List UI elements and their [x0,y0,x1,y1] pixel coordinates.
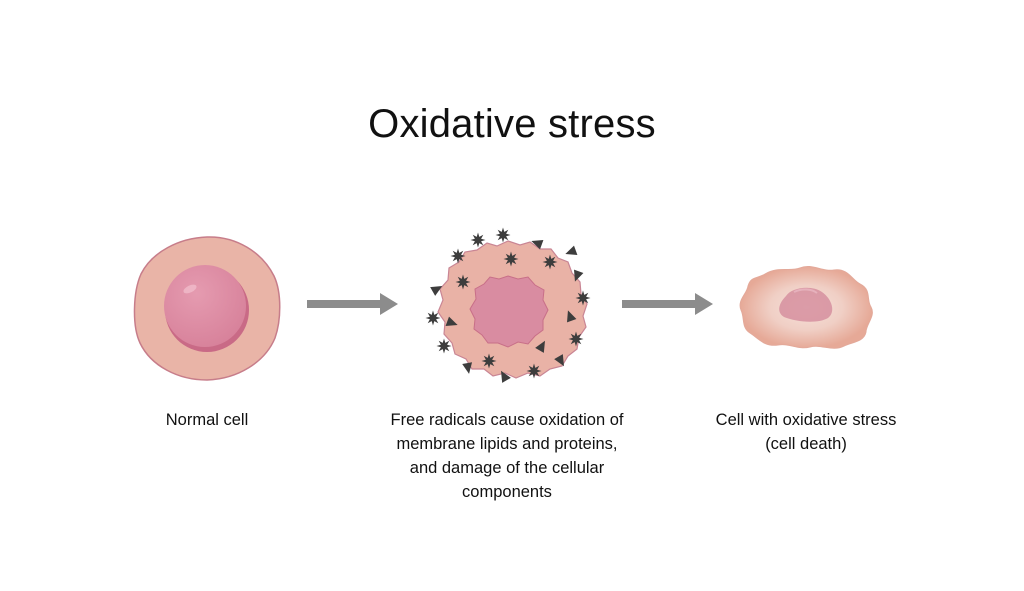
dead-cell-icon [739,265,873,349]
arrow-right-icon [622,293,713,315]
free-radical-star-icon [542,254,558,270]
free-radical-triangle-icon [554,354,564,367]
diagram-title: Oxidative stress [368,102,656,146]
free-radical-triangle-icon [574,269,584,282]
free-radical-star-icon [495,227,511,243]
free-radical-star-icon [470,232,486,248]
caption-line: Free radicals cause oxidation of [390,411,624,429]
free-radical-star-icon [481,353,497,369]
damaged-cell-icon [437,240,588,379]
free-radical-triangle-icon [462,362,473,374]
free-radical-triangle-icon [535,340,545,353]
free-radical-star-icon [450,248,466,264]
free-radical-star-icon [436,338,452,354]
caption-normal-cell: Normal cell [107,408,307,432]
caption-oxidative-stress: Cell with oxidative stress (cell death) [686,408,926,456]
free-radical-triangle-icon [567,310,577,323]
normal-cell-icon [133,236,281,381]
arrow-right-icon [307,293,398,315]
free-radical-group [425,227,591,383]
caption-line: (cell death) [765,435,847,453]
free-radical-triangle-icon [430,286,443,296]
free-radical-star-icon [526,363,542,379]
caption-line: Normal cell [165,411,249,429]
free-radical-star-icon [455,274,471,290]
caption-line: membrane lipids and proteins, [396,435,618,453]
free-radical-triangle-icon [501,370,511,383]
free-radical-star-icon [568,331,584,347]
caption-line: and damage of the cellular [409,459,605,477]
caption-line: Cell with oxidative stress [715,411,897,429]
free-radical-star-icon [575,290,591,306]
caption-free-radicals: Free radicals cause oxidation of membran… [357,408,657,504]
free-radical-triangle-icon [565,245,578,255]
free-radical-star-icon [425,310,441,326]
free-radical-triangle-icon [445,316,458,326]
free-radical-triangle-icon [531,240,544,250]
caption-line: components [462,483,552,501]
free-radical-star-icon [503,251,519,267]
